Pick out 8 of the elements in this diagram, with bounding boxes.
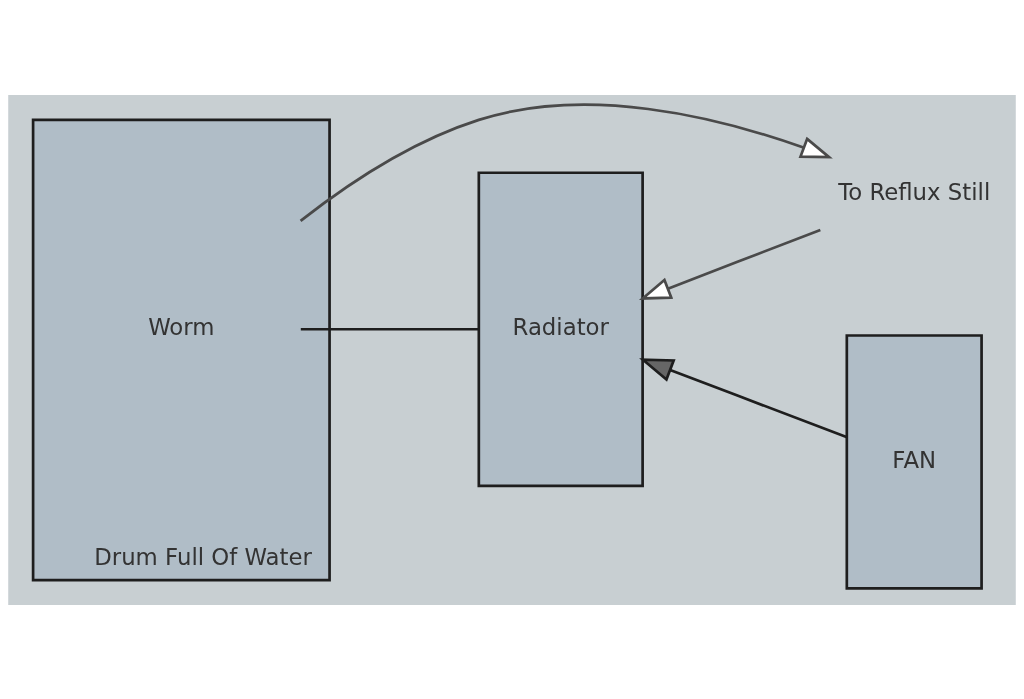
arrow bbox=[299, 103, 833, 222]
node-text: Worm bbox=[148, 313, 215, 340]
node-text: To Reflux Still bbox=[838, 178, 991, 205]
node-box: FAN bbox=[845, 333, 983, 590]
node-box: Radiator bbox=[477, 170, 644, 487]
connector bbox=[300, 327, 479, 331]
arrow bbox=[638, 228, 821, 300]
arrow bbox=[639, 357, 847, 438]
